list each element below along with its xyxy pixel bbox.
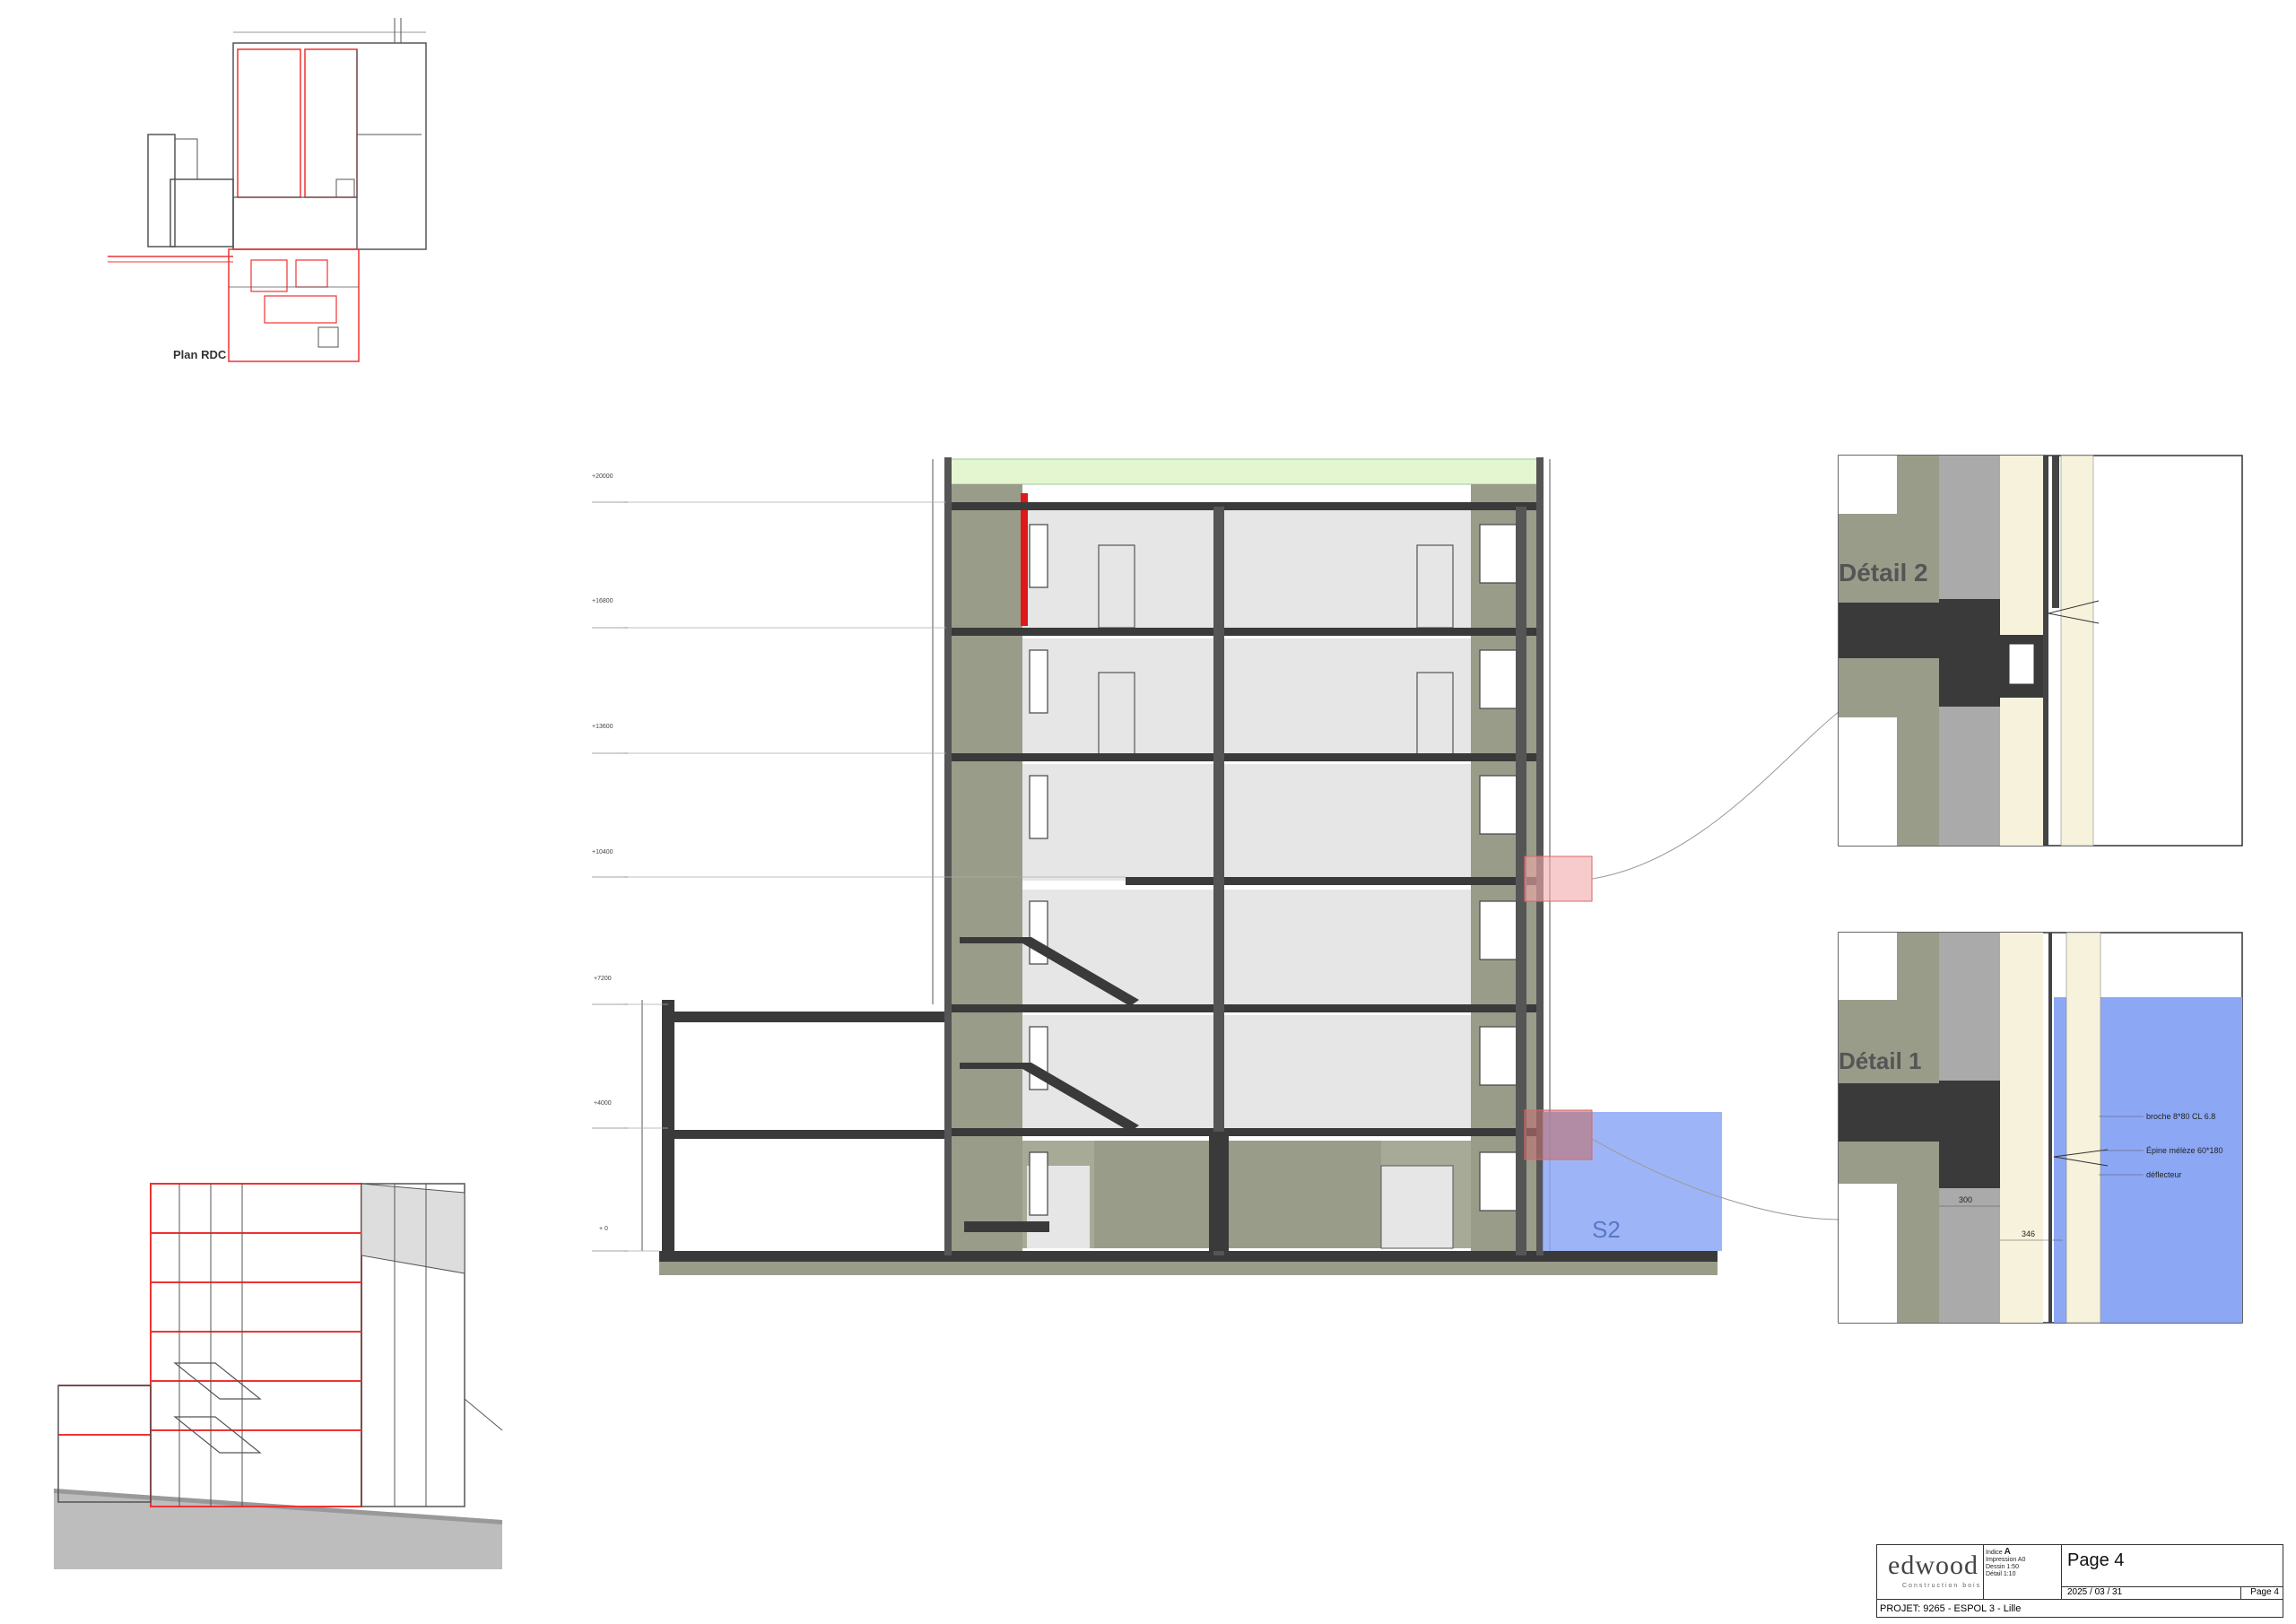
detail-1-marker [1524, 1109, 1593, 1160]
page-number: Page 4 [2250, 1587, 2279, 1597]
elev-label-3: +10400 [592, 849, 613, 855]
plan-rdc-label: Plan RDC [173, 348, 227, 361]
zone-label: S2 [1592, 1216, 1621, 1243]
detail-1-annotation-0: broche 8*80 CL 6.8 [2146, 1112, 2215, 1121]
detail-1-annotation-1: Épine mélèze 60*180 [2146, 1146, 2223, 1155]
detail-2-title: Détail 2 [1839, 559, 1928, 586]
elev-label-2: +7200 [594, 976, 612, 982]
impression-info: Impression A0 [1986, 1557, 2026, 1563]
elev-label-0: + 0 [599, 1226, 608, 1232]
building-section: S2 [623, 457, 1844, 1275]
title-block: edwood Construction bois Indice A Impres… [1876, 1544, 2283, 1618]
logo-subtitle: Construction bois [1902, 1583, 1982, 1589]
page-title: Page 4 [2067, 1550, 2125, 1570]
page-title-cell: Page 4 [2062, 1545, 2283, 1587]
elev-label-1: +4000 [594, 1100, 612, 1107]
detail-1-dim-1: 346 [2022, 1229, 2035, 1238]
red-column-highlight [1021, 493, 1028, 626]
logo: edwood Construction bois [1877, 1545, 1984, 1599]
elev-label-4: +13600 [592, 724, 613, 730]
detail-1-dim-0: 300 [1959, 1195, 1972, 1204]
date: 2025 / 03 / 31 [2062, 1586, 2241, 1599]
detail-2: Détail 2 [1838, 455, 2243, 847]
detail-scale: Détail 1:10 [1986, 1571, 2016, 1577]
detail-1-annotation-2: déflecteur [2146, 1170, 2182, 1179]
elev-label-5: +16800 [592, 598, 613, 604]
plan-rdc: Plan RDC [108, 18, 427, 362]
detail-1: Détail 1 broche 8*80 CL 6.8 Épine mélèze… [1838, 932, 2243, 1324]
axonometric-view [54, 1183, 503, 1569]
project-name: PROJET: 9265 - ESPOL 3 - Lille [1877, 1599, 2283, 1617]
logo-wordmark: edwood [1888, 1550, 1979, 1580]
elev-label-6: +20000 [592, 473, 613, 480]
print-info: Indice A Impression A0 Dessin 1:50 Détai… [1983, 1545, 2062, 1599]
indice-label: Indice [1986, 1550, 2003, 1556]
indice-value: A [2004, 1547, 2011, 1557]
detail-2-marker [1524, 855, 1593, 902]
detail-1-title: Détail 1 [1839, 1047, 1922, 1074]
dessin-scale: Dessin 1:50 [1986, 1564, 2019, 1570]
elevation-markers: + 0 +4000 +7200 +10400 +13600 +16800 +20… [592, 473, 628, 1252]
